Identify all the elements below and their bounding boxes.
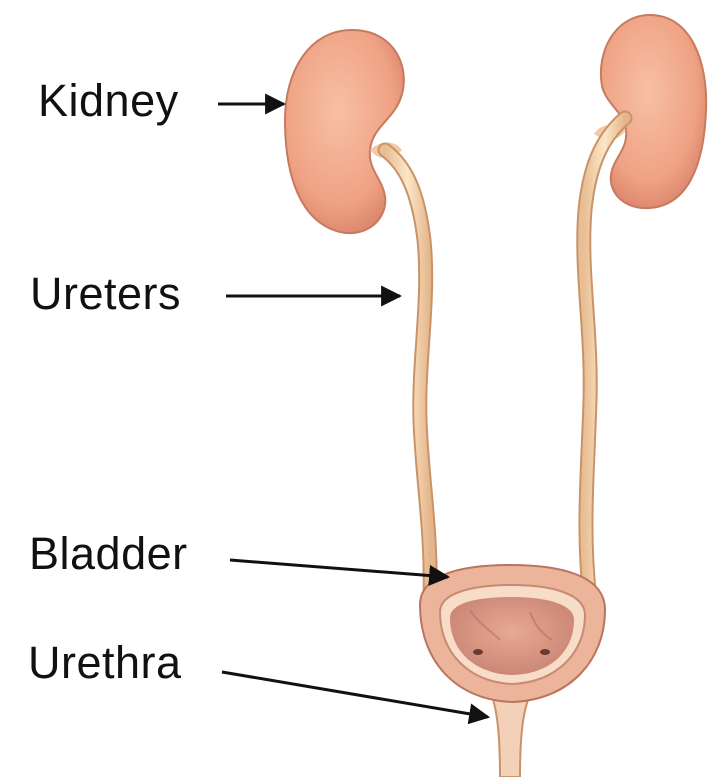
ureters-label: Ureters xyxy=(30,271,181,316)
bladder-label: Bladder xyxy=(29,531,188,576)
urethra-tube xyxy=(490,690,532,777)
bladder-arrow xyxy=(230,560,448,577)
urethra-arrow xyxy=(222,672,488,717)
right-kidney xyxy=(594,15,706,208)
urethra-label: Urethra xyxy=(28,640,182,685)
left-kidney xyxy=(285,30,404,233)
kidney-label: Kidney xyxy=(38,78,179,123)
bladder-organ xyxy=(420,565,605,702)
